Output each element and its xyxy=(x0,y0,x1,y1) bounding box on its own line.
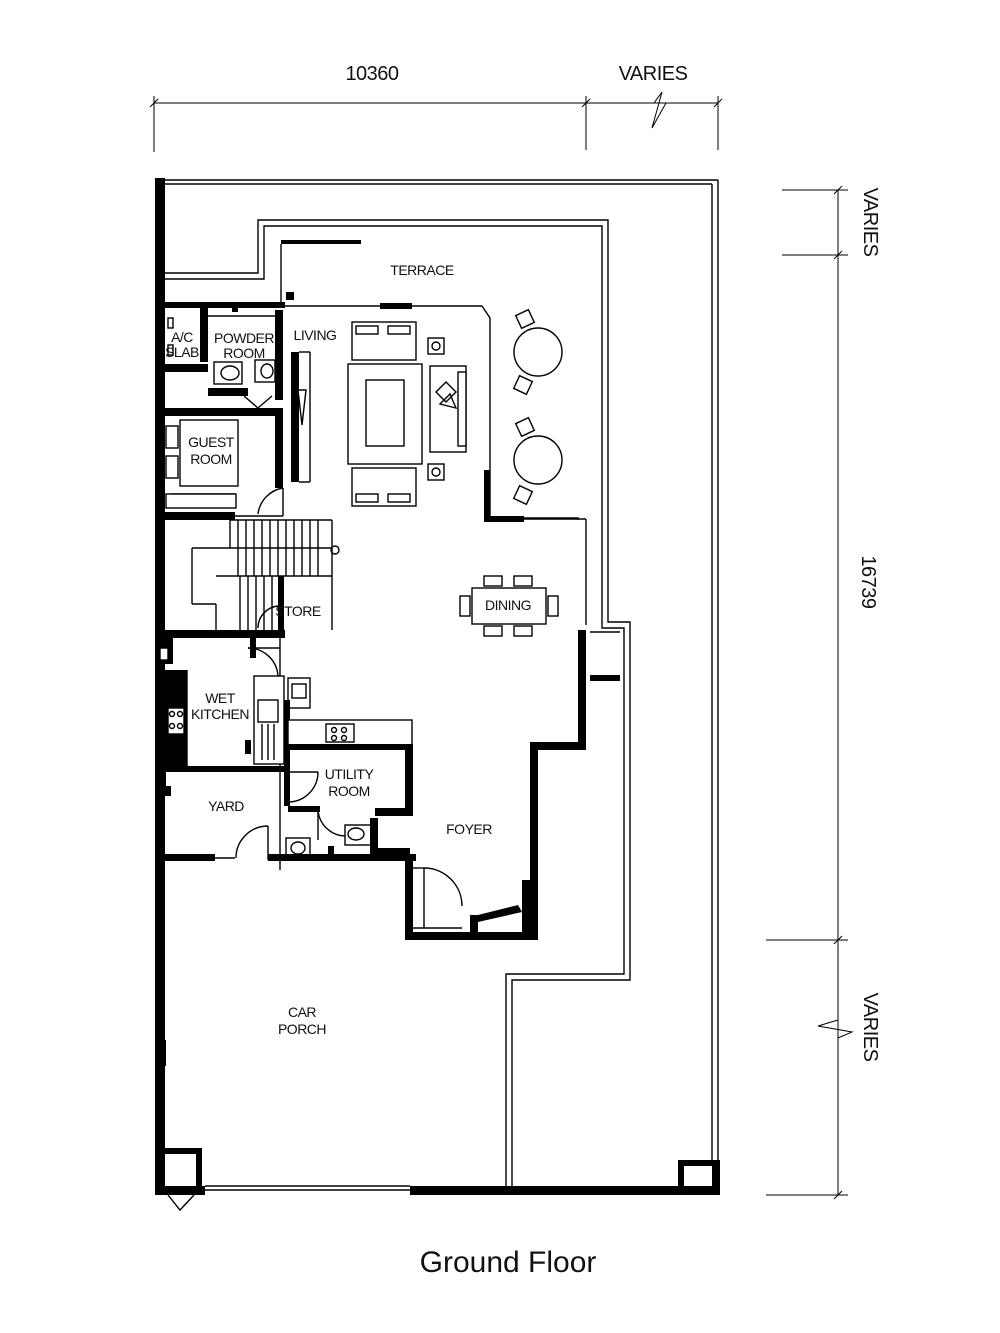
powder-room-fixtures xyxy=(167,306,276,385)
room-label-guest-room-line2: ROOM xyxy=(190,451,232,467)
dining-table xyxy=(459,575,559,637)
room-label-car-porch-line1: CAR xyxy=(288,1004,316,1020)
room-label-wet-kitchen-line2: KITCHEN xyxy=(191,706,249,722)
room-label-guest-room-line1: GUEST xyxy=(188,434,235,450)
site-boundary xyxy=(155,178,720,1212)
room-label-foyer: FOYER xyxy=(446,821,492,837)
right-dimension-line xyxy=(766,185,854,1200)
kitchen-walls xyxy=(158,638,416,870)
staircase xyxy=(165,519,340,638)
terrace-boundary xyxy=(165,219,631,1186)
living-furniture xyxy=(347,321,467,507)
foyer-walls xyxy=(405,860,535,940)
dimension-10360: 10360 xyxy=(345,63,398,85)
left-rooms-walls xyxy=(165,302,311,520)
room-label-utility-room-line1: UTILITY xyxy=(325,766,375,782)
room-label-ac-slab-line1: A/C xyxy=(171,329,193,345)
terrace-furniture xyxy=(512,308,563,506)
dimension-top-varies: VARIES xyxy=(619,63,688,85)
dimension-right-top-varies: VARIES xyxy=(859,188,881,257)
room-label-car-porch-line2: PORCH xyxy=(278,1021,326,1037)
living-walls xyxy=(165,302,620,940)
floor-caption: Ground Floor xyxy=(420,1246,597,1279)
room-label-wet-kitchen-line1: WET xyxy=(205,690,236,706)
room-label-powder-room-line2: ROOM xyxy=(223,345,265,361)
room-label-store: STORE xyxy=(275,603,321,619)
room-label-living: LIVING xyxy=(294,327,337,343)
dimension-16739: 16739 xyxy=(857,555,879,608)
dimension-right-bottom-varies: VARIES xyxy=(859,993,881,1062)
top-dimension-line xyxy=(149,91,723,152)
room-label-ac-slab-line2: SLAB xyxy=(165,344,199,360)
room-label-dining: DINING xyxy=(485,597,531,613)
room-label-yard: YARD xyxy=(208,798,244,814)
room-label-terrace: TERRACE xyxy=(390,262,454,278)
room-label-utility-room-line2: ROOM xyxy=(328,783,370,799)
room-label-powder-room-line1: POWDER xyxy=(214,330,274,346)
guest-room-bed xyxy=(165,419,239,509)
